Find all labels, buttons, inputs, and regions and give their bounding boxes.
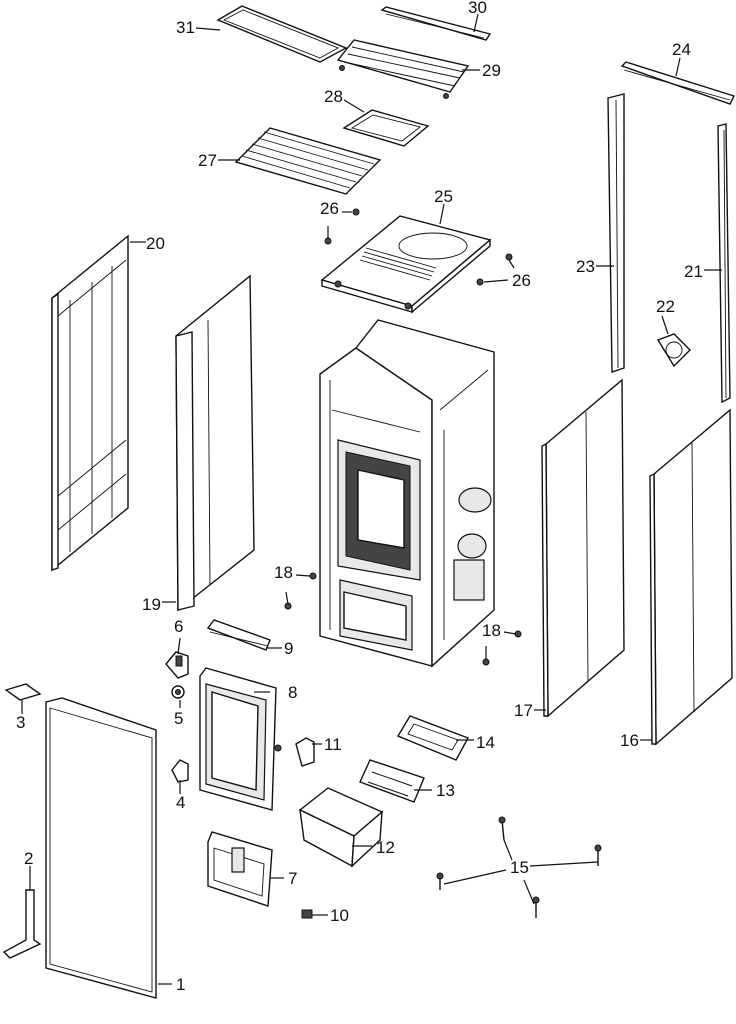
label-23: 23 <box>576 257 595 276</box>
label-7: 7 <box>288 869 297 888</box>
part-10-fitting <box>301 909 313 919</box>
part-7-ash-door <box>207 831 273 907</box>
label-20: 20 <box>146 234 165 253</box>
label-22: 22 <box>656 297 675 316</box>
label-16: 16 <box>620 731 639 750</box>
label-4: 4 <box>176 793 185 812</box>
part-6-hinge <box>165 651 189 679</box>
part-5-knob <box>171 685 185 699</box>
label-13: 13 <box>436 781 455 800</box>
label-25: 25 <box>434 187 453 206</box>
part-13-grate-plate <box>359 759 425 803</box>
label-15: 15 <box>510 858 529 877</box>
label-18-left: 18 <box>274 563 293 582</box>
label-24: 24 <box>672 40 691 59</box>
part-15-bolts <box>436 816 602 918</box>
part-27-heat-exchanger-fins <box>234 127 382 195</box>
part-14-frame-plate <box>396 715 469 761</box>
label-6: 6 <box>174 617 183 636</box>
label-2: 2 <box>24 849 33 868</box>
label-8: 8 <box>288 683 297 702</box>
label-3: 3 <box>16 713 25 732</box>
part-3-corner-bracket <box>4 683 42 701</box>
part-12-ash-pan <box>298 787 384 868</box>
part-19-side-panel <box>175 274 255 612</box>
label-21: 21 <box>684 262 703 281</box>
stove-body-frame <box>319 319 495 668</box>
label-29: 29 <box>482 61 501 80</box>
part-9-bracket <box>206 619 271 651</box>
part-31-glass-panel <box>216 5 348 63</box>
part-22-flue-flange <box>656 333 691 368</box>
part-24-top-trim <box>620 61 735 105</box>
label-27: 27 <box>198 151 217 170</box>
label-17: 17 <box>514 701 533 720</box>
label-31: 31 <box>176 18 195 37</box>
label-26-right: 26 <box>512 271 531 290</box>
part-28-gasket-frame <box>342 109 430 147</box>
part-20-side-frame <box>51 234 129 572</box>
label-19: 19 <box>142 595 161 614</box>
part-25-top-cover <box>320 215 492 314</box>
label-5: 5 <box>174 709 183 728</box>
part-21-side-column-right <box>717 123 731 404</box>
part-8-door-frame <box>199 667 277 811</box>
part-18-screws-left <box>284 572 317 610</box>
label-14: 14 <box>476 733 495 752</box>
part-4-hinge <box>171 759 189 783</box>
label-30: 30 <box>468 0 487 17</box>
label-12: 12 <box>376 838 395 857</box>
leader-lines <box>21 13 722 985</box>
part-2-lower-bracket <box>2 889 42 959</box>
part-18-screws-right <box>482 630 522 666</box>
part-23-side-column-left <box>607 93 625 373</box>
part-30-top-rail <box>380 6 492 41</box>
part-29-top-plate <box>336 39 470 99</box>
part-16-outer-side-panel <box>649 408 733 746</box>
part-26-screw-right <box>476 253 515 286</box>
label-10: 10 <box>330 906 349 925</box>
part-1-front-panel <box>45 697 157 999</box>
part-26-screw-left <box>324 208 360 245</box>
label-11: 11 <box>324 735 342 754</box>
label-9: 9 <box>284 639 293 658</box>
label-18-right: 18 <box>482 621 501 640</box>
label-1: 1 <box>176 975 185 994</box>
part-17-outer-side-panel <box>541 378 625 718</box>
part-11-latch <box>274 737 315 767</box>
label-26-left: 26 <box>320 199 339 218</box>
label-28: 28 <box>324 87 343 106</box>
